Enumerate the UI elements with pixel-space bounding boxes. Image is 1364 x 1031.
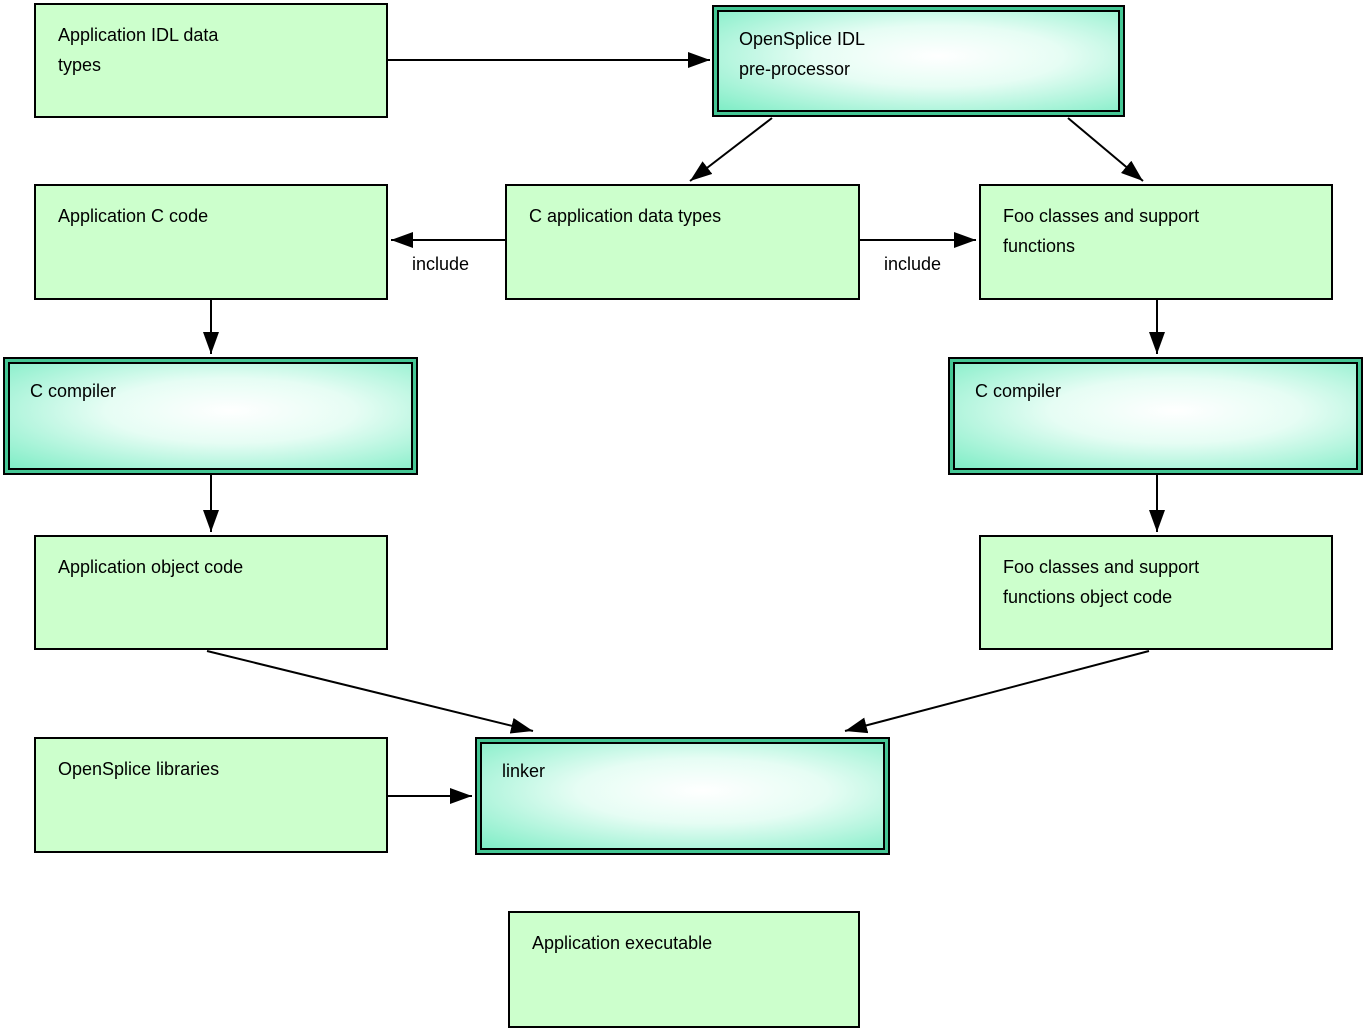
node-foo-object-code: Foo classes and support functions object… <box>979 535 1333 650</box>
node-c-compiler-left: C compiler <box>3 357 418 475</box>
node-foo-classes-support-functions: Foo classes and support functions <box>979 184 1333 300</box>
node-application-object-code: Application object code <box>34 535 388 650</box>
arrow-foo-object-to-linker <box>844 650 1150 734</box>
node-linker: linker <box>475 737 890 855</box>
arrow-app-object-to-linker <box>206 650 534 734</box>
arrow-preprocessor-to-c-app-data <box>689 117 773 182</box>
node-c-compiler-right-label: C compiler <box>953 362 1358 470</box>
edge-label-include-left: include <box>412 254 470 274</box>
node-opensplice-libraries: OpenSplice libraries <box>34 737 388 853</box>
node-c-compiler-right: C compiler <box>948 357 1363 475</box>
arrow-preprocessor-to-foo-classes <box>1067 117 1144 182</box>
node-application-executable: Application executable <box>508 911 860 1028</box>
node-c-compiler-left-label: C compiler <box>8 362 413 470</box>
node-opensplice-idl-preprocessor-label: OpenSplice IDL pre-processor <box>717 10 1120 112</box>
node-opensplice-idl-preprocessor: OpenSplice IDL pre-processor <box>712 5 1125 117</box>
node-application-idl-data-types: Application IDL data types <box>34 3 388 118</box>
edge-label-include-right: include <box>884 254 942 274</box>
node-application-c-code: Application C code <box>34 184 388 300</box>
node-c-application-data-types: C application data types <box>505 184 860 300</box>
node-linker-label: linker <box>480 742 885 850</box>
